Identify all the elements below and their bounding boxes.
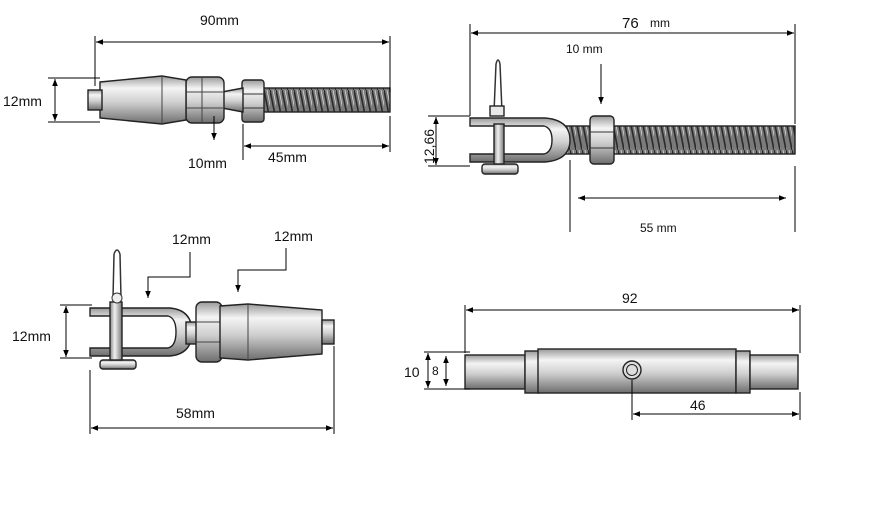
br-inner-diameter-label: 8: [432, 364, 439, 378]
fork: [89, 307, 193, 357]
br-hole-to-end-label: 46: [690, 397, 706, 413]
tr-fork-height-label: 12,66: [421, 129, 437, 164]
tl-nut-label: 10mm: [188, 155, 227, 171]
hex-nut: [589, 115, 615, 165]
bottom-left-diagram: 12mm 12mm 12mm 58mm: [12, 228, 335, 434]
br-outer-diameter-label: 10: [404, 364, 420, 380]
tl-thread-length-label: 45mm: [268, 149, 307, 165]
tl-overall-length-label: 90mm: [200, 12, 239, 28]
threaded-stud: [261, 87, 391, 113]
tl-diameter-label: 12mm: [3, 93, 42, 109]
cross-hole: [622, 360, 642, 380]
hex-nut: [241, 79, 265, 123]
hex-body: [185, 76, 225, 124]
swage-sleeve: [219, 303, 323, 361]
bl-callout-a-label: 12mm: [172, 231, 211, 247]
tr-thread-length-label: 55 mm: [640, 221, 677, 235]
top-left-diagram: 90mm 12mm 10mm 45mm: [3, 12, 391, 171]
tr-nut-label: 10 mm: [566, 42, 603, 56]
bl-overall-length-label: 58mm: [176, 405, 215, 421]
hex-body: [195, 301, 223, 363]
tr-overall-length-label: 76: [622, 15, 639, 32]
fork: [469, 117, 571, 163]
tr-overall-length-unit: mm: [650, 16, 670, 30]
bl-callout-b-label: 12mm: [274, 228, 313, 244]
top-right-diagram: 76 mm 10 mm 12,66 55 mm: [421, 15, 796, 235]
br-overall-length-label: 92: [622, 290, 638, 306]
swage-sleeve: [99, 75, 187, 125]
bl-fork-height-label: 12mm: [12, 328, 51, 344]
bottom-right-diagram: 92 10 8 46: [404, 290, 801, 420]
